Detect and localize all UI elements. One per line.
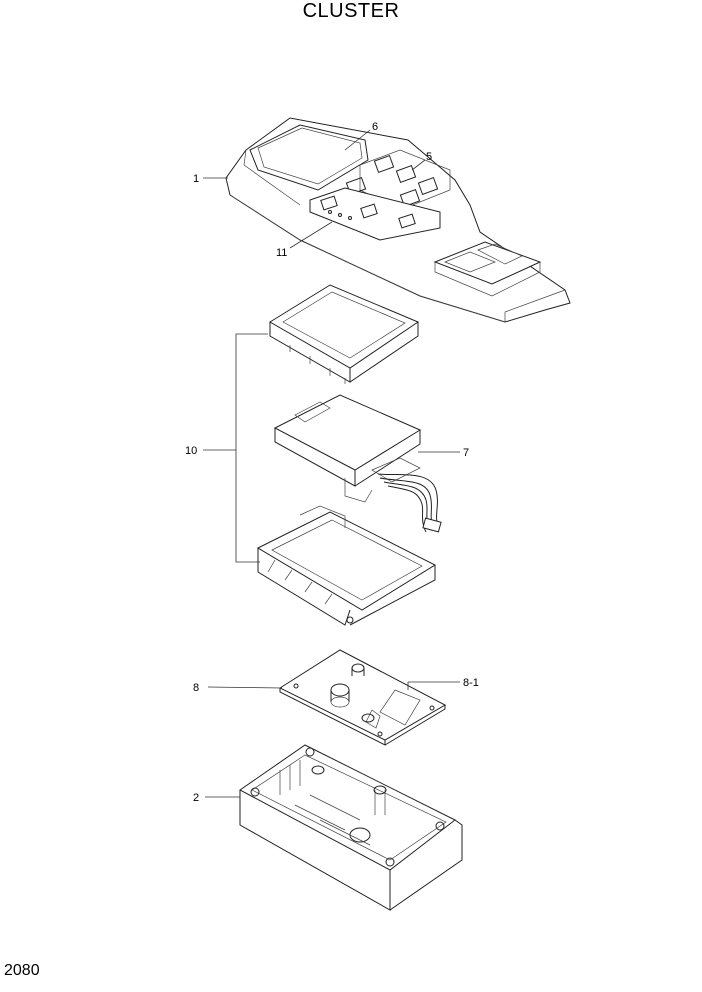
leader-5 (411, 159, 426, 171)
callout-7: 7 (463, 447, 469, 459)
pcb-board-part (278, 649, 447, 746)
page-number: 2080 (4, 962, 40, 979)
callout-1: 1 (193, 173, 199, 185)
leader-8-1 (407, 681, 460, 690)
cluster-cover-part (225, 117, 571, 323)
leader-6 (344, 129, 371, 151)
callout-2: 2 (193, 792, 199, 804)
leader-8 (207, 686, 283, 689)
callout-10: 10 (185, 445, 197, 457)
callout-11: 11 (276, 247, 287, 259)
lcd-module-part (273, 394, 442, 533)
rear-housing-part (239, 744, 463, 911)
callout-5: 5 (426, 151, 432, 163)
callout-8: 8 (193, 682, 199, 694)
callout-6: 6 (372, 121, 378, 133)
lcd-frame-part (269, 284, 420, 384)
callout-8-1: 8-1 (463, 677, 479, 689)
leader-11 (289, 221, 333, 249)
lcd-case-part (256, 505, 437, 626)
page-title: CLUSTER (302, 0, 400, 22)
